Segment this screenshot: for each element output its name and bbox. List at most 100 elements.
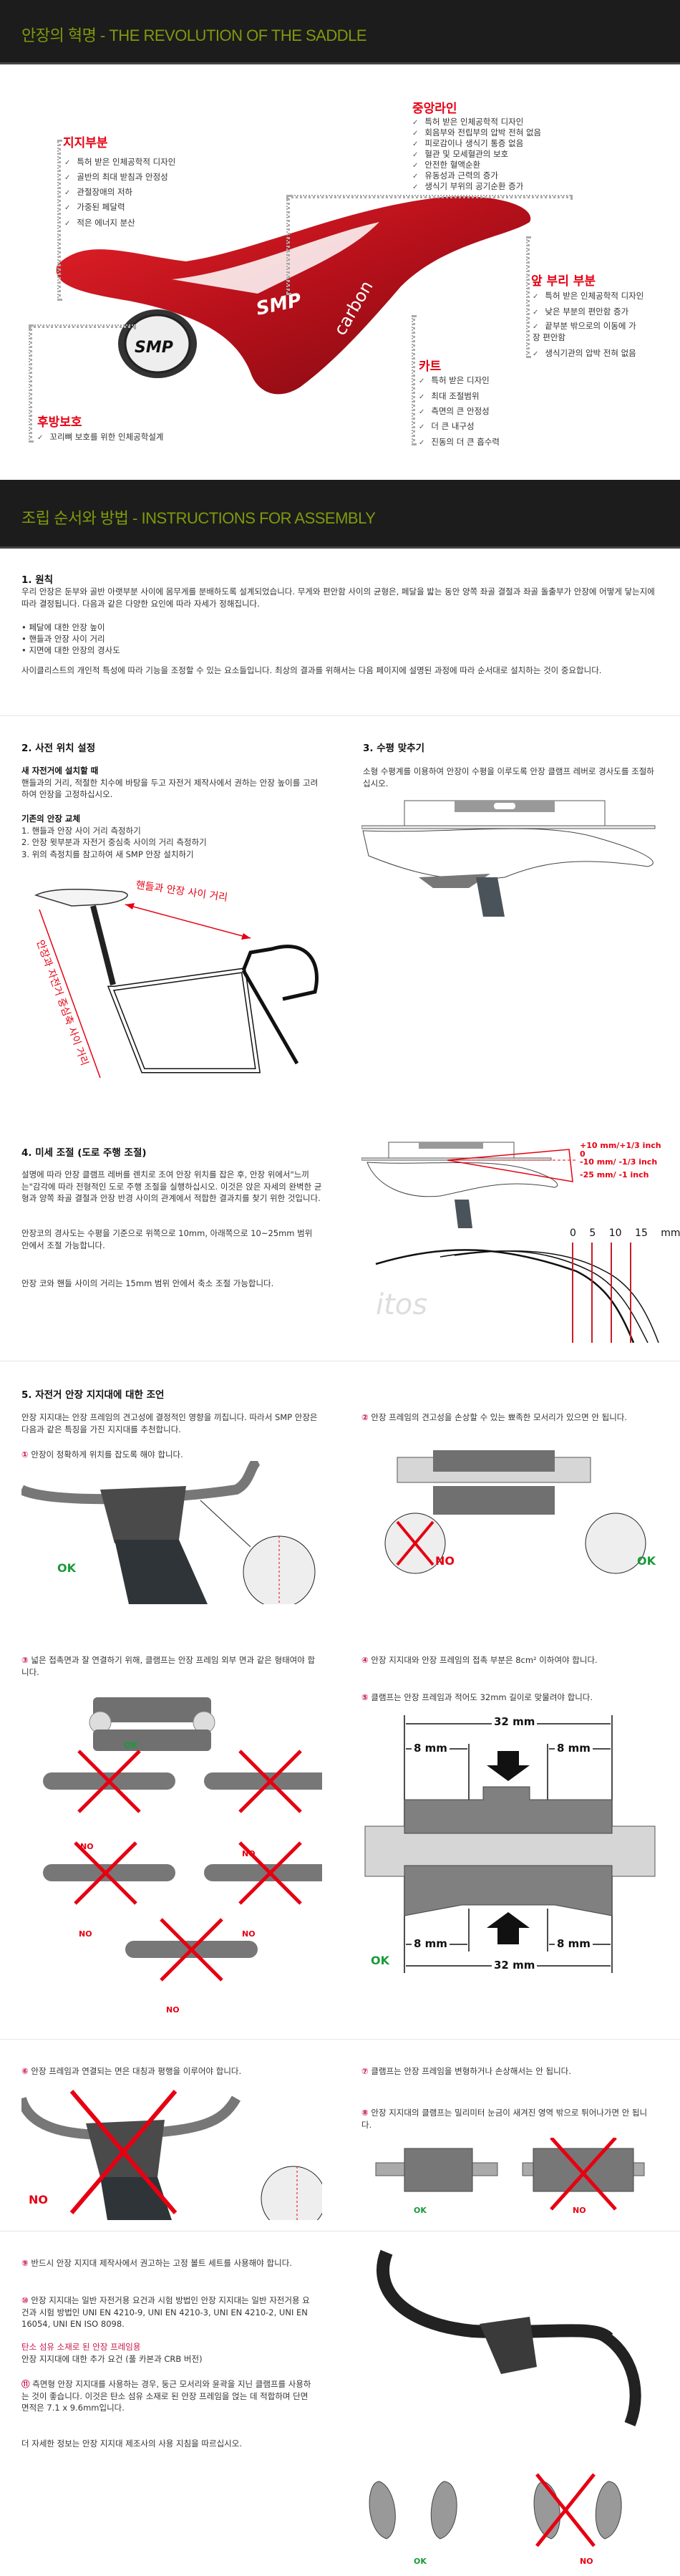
no-label: NO: [166, 2005, 180, 2015]
cart-item: 측면의 큰 안정성: [419, 405, 489, 417]
no-label: NO: [242, 1929, 256, 1939]
section-4-paragraph: 안장 코와 핸들 사이의 거리는 15mm 범위 안에서 축소 조절 가능합니다…: [21, 1278, 274, 1288]
section-1-title: 1. 원칙: [21, 574, 54, 586]
tip-text: 안장이 정확하게 위치를 잡도록 해야 합니다.: [31, 1449, 183, 1460]
new-bike-text: 핸들과의 거리, 적절한 치수에 바탕을 두고 자전거 제작사에서 권하는 안장…: [21, 777, 319, 800]
cart-item: 더 큰 내구성: [419, 420, 474, 432]
nose-item: 낮은 부분의 편안함 증가: [533, 306, 628, 317]
callout-line: [286, 195, 573, 198]
support-item: 적은 에너지 분산: [64, 217, 135, 228]
rear-title: 후방보호: [37, 415, 82, 430]
replace-block: 기존의 안장 교체 1. 핸들과 안장 사이 거리 측정하기 2. 안장 윗부분…: [21, 813, 322, 860]
tip-8: ⑧ 안장 지지대의 클램프는 밀리미터 눈금이 새겨진 영역 밖으로 튀어나가면…: [361, 2107, 655, 2131]
tip-5: ⑤ 클램프는 안장 프레임과 적어도 32mm 길이로 맞물려야 합니다.: [361, 1692, 655, 1704]
ruler-label: 15 mm: [635, 1227, 680, 1239]
center-title: 중앙라인: [412, 102, 457, 116]
tilt-label-up: +10 mm/+1/3 inch: [580, 1141, 661, 1150]
setback-diagram: itos: [375, 1243, 659, 1343]
ok-label: OK: [637, 1554, 656, 1568]
ruler-ticks: [572, 1243, 631, 1343]
tip-number: ③: [21, 1655, 29, 1665]
callout-line: [412, 315, 415, 445]
section-1-bullet: • 핸들과 안장 사이 거리: [21, 634, 105, 644]
section-2-title: 2. 사전 위치 설정: [21, 743, 96, 754]
saddle-side: [362, 828, 654, 880]
header-band: 안장의 혁명 - THE REVOLUTION OF THE SADDLE: [0, 0, 680, 64]
dimension-32mm-bottom: 32 mm: [492, 1959, 538, 1972]
no-label: NO: [242, 1849, 256, 1858]
ok-label: OK: [57, 1561, 76, 1575]
saddle-sketch: [34, 888, 128, 907]
horizontal-measure-arrow: [125, 904, 251, 939]
watermark-text: itos: [376, 1288, 427, 1321]
saddle-logo-rear: SMP: [135, 339, 173, 357]
tip-text: 안장 프레임과 연결되는 면은 대칭과 평행을 이루어야 합니다.: [31, 2066, 242, 2076]
section-1-paragraph: 우리 안장은 둔부와 골반 아랫부분 사이에 몸무게를 분배하도록 설계되었습니…: [21, 587, 655, 609]
tip-7: ⑦ 클램프는 안장 프레임을 변형하거나 손상해서는 안 됩니다.: [361, 2065, 571, 2078]
tip-number: ⑥: [21, 2066, 29, 2076]
divider: [0, 2039, 680, 2040]
ruler-labels: 0 5 10 15 mm: [570, 1227, 680, 1239]
section-1-bullet: • 페달에 대한 안장 높이: [21, 622, 105, 632]
tilt-label-zero: 0: [580, 1149, 586, 1159]
center-item: 유동성과 근력의 증가: [412, 170, 498, 181]
tilt-diagram: [361, 1142, 576, 1228]
tip-number: ⑩: [21, 2295, 29, 2305]
dimension-8mm: 8 mm: [412, 1937, 450, 1950]
cart-item: 진동의 더 큰 흡수력: [419, 436, 500, 448]
tilt-range-wedge: [447, 1149, 573, 1182]
section-4-title: 4. 미세 조절 (도로 주행 조절): [21, 1147, 147, 1159]
tip-9: ⑨ 반드시 안장 지지대 제작사에서 권고하는 고정 볼트 세트를 사용해야 합…: [21, 2257, 315, 2269]
section-4-paragraph: 안장코의 경사도는 수평을 기준으로 위쪽으로 10mm, 아래쪽으로 10~2…: [21, 1228, 313, 1250]
assembly-title: 조립 순서와 방법 - INSTRUCTIONS FOR ASSEMBLY: [21, 509, 376, 527]
support-title: 지지부분: [63, 136, 108, 150]
tip-text: 안장 지지대의 클램프는 밀리미터 눈금이 새겨진 영역 밖으로 튀어나가면 안…: [361, 2108, 648, 2130]
replace-step: 2. 안장 윗부분과 자전거 중심축 사이의 거리 측정하기: [21, 837, 207, 847]
dimension-8mm: 8 mm: [555, 1742, 593, 1755]
tilt-label-down-10: -10 mm/ -1/3 inch: [580, 1157, 658, 1167]
saddle-shell: [56, 196, 531, 395]
no-label: NO: [435, 1554, 455, 1568]
callout-line: [286, 195, 290, 295]
carbon-block: 탄소 섬유 소재로 된 안장 프레임용 안장 지지대에 대한 추가 요건 (풀 …: [21, 2341, 315, 2365]
replace-step: 1. 핸들과 안장 사이 거리 측정하기: [21, 825, 141, 836]
page-title: 안장의 혁명 - THE REVOLUTION OF THE SADDLE: [21, 26, 367, 44]
tip-number: ⑪: [21, 2379, 30, 2389]
callout-line: [57, 140, 61, 301]
dimension-8mm: 8 mm: [412, 1742, 450, 1755]
center-item: 피로감이나 생식기 통증 없음: [412, 138, 523, 149]
ok-label: OK: [414, 2206, 427, 2215]
cart-title: 카트: [419, 360, 442, 374]
cart-item: 최대 조절범위: [419, 390, 479, 402]
saddle-rail: [419, 874, 490, 888]
tip-number: ⑤: [361, 1692, 369, 1702]
divider: [0, 2231, 680, 2232]
assembly-band: 조립 순서와 방법 - INSTRUCTIONS FOR ASSEMBLY: [0, 480, 680, 549]
tip-number: ④: [361, 1655, 369, 1665]
tip-2-illustration: [384, 1450, 646, 1574]
section-3-title: 3. 수평 맞추기: [363, 743, 425, 754]
tip-text: 클램프는 안장 프레임과 적어도 32mm 길이로 맞물려야 합니다.: [371, 1692, 593, 1702]
tip-2: ② 안장 프레임의 견고성을 손상할 수 있는 뾰족한 모서리가 있으면 안 됩…: [361, 1412, 655, 1424]
tip-number: ⑨: [21, 2258, 29, 2268]
callout-line: [29, 324, 136, 328]
nose-item: 특허 받은 인체공학적 디자인: [533, 290, 643, 302]
vertical-measure-line: [39, 909, 101, 1078]
callout-line: [29, 324, 32, 443]
tip-10: ⑩ 안장 지지대는 일반 자전거용 요건과 시험 방법인 안장 지지대는 일반 …: [21, 2295, 315, 2330]
support-item: 골반의 최대 받침과 안정성: [64, 171, 167, 183]
center-item: 회음부와 전립부의 압박 전혀 없음: [412, 127, 541, 138]
ok-label: OK: [414, 2557, 427, 2566]
incorrect-clamp-examples: [43, 1750, 322, 1982]
section-4-paragraph: 설명에 따라 안장 클램프 레버를 렌치로 조여 안장 위치를 잡은 후, 안장…: [21, 1169, 322, 1203]
carbon-title: 탄소 섬유 소재로 된 안장 프레임용: [21, 2342, 141, 2352]
tip-6: ⑥ 안장 프레임과 연결되는 면은 대칭과 평행을 이루어야 합니다.: [21, 2065, 241, 2078]
ruler-label: 0: [570, 1227, 576, 1239]
seatpost: [90, 905, 116, 985]
support-item: 특허 받은 인체공학적 디자인: [64, 156, 175, 168]
nose-title: 앞 부리 부분: [531, 274, 596, 289]
no-label: NO: [29, 2193, 48, 2206]
tip-3-illustration: [43, 1697, 322, 1982]
dimension-32mm-top: 32 mm: [492, 1715, 538, 1728]
